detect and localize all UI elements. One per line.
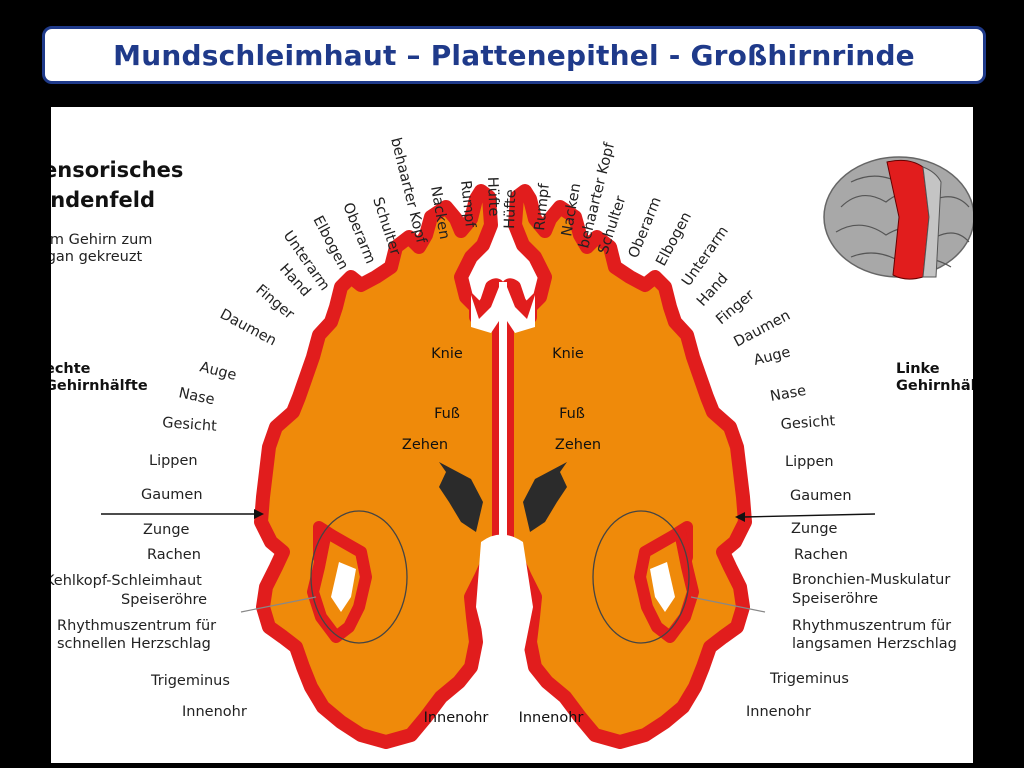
right-hemisphere xyxy=(500,184,766,749)
right-arrow xyxy=(735,512,876,522)
side-label-right-8: Speiseröhre xyxy=(792,591,878,607)
side-label-left-9: Rhythmuszentrum für xyxy=(57,618,216,634)
side-label-left-12: Innenohr xyxy=(182,704,247,720)
side-label-left-0: Auge xyxy=(198,359,238,384)
side-label-left-4: Gaumen xyxy=(141,487,203,503)
arc-label-left-0: Daumen xyxy=(217,306,279,349)
side-label-right-3: Lippen xyxy=(785,454,834,470)
inner-right-zehen: Zehen xyxy=(555,437,601,453)
side-label-right-11: Trigeminus xyxy=(769,671,849,687)
inner-left-fuss: Fuß xyxy=(434,406,460,422)
brain-thumbnail xyxy=(823,156,973,280)
side-label-right-6: Rachen xyxy=(794,547,848,563)
arc-label-right-6: Elbogen xyxy=(653,210,695,269)
arc-label-left-9: Rumpf xyxy=(457,180,478,229)
side-label-right-1: Nase xyxy=(769,383,808,405)
side-label-right-7: Bronchien-Muskulatur xyxy=(792,572,950,588)
left-hemisphere-line2: Gehirnhälft xyxy=(896,378,973,394)
side-label-left-11: Trigeminus xyxy=(150,673,230,689)
side-label-left-8: Speiseröhre xyxy=(121,592,207,608)
side-labels-right: AugeNaseGesichtLippenGaumenZungeRachenBr… xyxy=(746,344,957,720)
left-hemisphere xyxy=(240,184,506,749)
side-label-left-3: Lippen xyxy=(149,453,198,469)
heading-line1: ensorisches xyxy=(51,158,183,182)
brain-diagram: ensorisches indenfeld om Gehirn zum rgan… xyxy=(51,136,973,749)
side-label-left-7: Kehlkopf-Schleimhaut xyxy=(51,573,202,589)
inner-right-fuss: Fuß xyxy=(559,406,585,422)
side-label-left-6: Rachen xyxy=(147,547,201,563)
side-label-right-4: Gaumen xyxy=(790,488,852,504)
right-hemisphere-line2: Gehirnhälfte xyxy=(51,378,148,394)
right-hemisphere-line1: echte xyxy=(51,361,91,377)
inner-right-knie: Knie xyxy=(552,346,584,362)
left-hemisphere-line1: Linke xyxy=(896,361,940,377)
side-label-right-5: Zunge xyxy=(791,521,838,537)
title-box: Mundschleimhaut – Plattenepithel - Großh… xyxy=(42,26,986,84)
arc-label-right-10: Daumen xyxy=(731,308,793,351)
side-label-left-10: schnellen Herzschlag xyxy=(57,636,211,652)
arc-label-left-10: Hüfte xyxy=(484,177,501,217)
subtitle-line2: rgan gekreuzt xyxy=(51,249,142,265)
inner-left-zehen: Zehen xyxy=(402,437,448,453)
side-label-left-5: Zunge xyxy=(143,522,190,538)
left-arrow xyxy=(101,509,264,519)
side-label-right-9: Rhythmuszentrum für xyxy=(792,618,951,634)
side-label-right-2: Gesicht xyxy=(780,413,836,433)
arc-label-left-1: Finger xyxy=(252,282,296,323)
side-label-right-10: langsamen Herzschlag xyxy=(792,636,957,652)
subtitle-line1: om Gehirn zum xyxy=(51,232,152,248)
side-label-left-1: Nase xyxy=(177,385,216,408)
diagram-panel: ensorisches indenfeld om Gehirn zum rgan… xyxy=(51,107,973,763)
side-label-left-2: Gesicht xyxy=(162,415,218,435)
inner-left-knie: Knie xyxy=(431,346,463,362)
inner-right-innenohr: Innenohr xyxy=(519,710,584,726)
arc-label-right-0: Hüfte xyxy=(502,189,519,229)
slide-title: Mundschleimhaut – Plattenepithel - Großh… xyxy=(113,38,915,72)
heading-line2: indenfeld xyxy=(51,188,155,212)
side-labels-left: AugeNaseGesichtLippenGaumenZungeRachenKe… xyxy=(51,359,247,720)
side-label-right-12: Innenohr xyxy=(746,704,811,720)
arc-label-right-1: Rumpf xyxy=(532,182,553,231)
side-label-right-0: Auge xyxy=(752,344,792,369)
inner-left-innenohr: Innenohr xyxy=(424,710,489,726)
